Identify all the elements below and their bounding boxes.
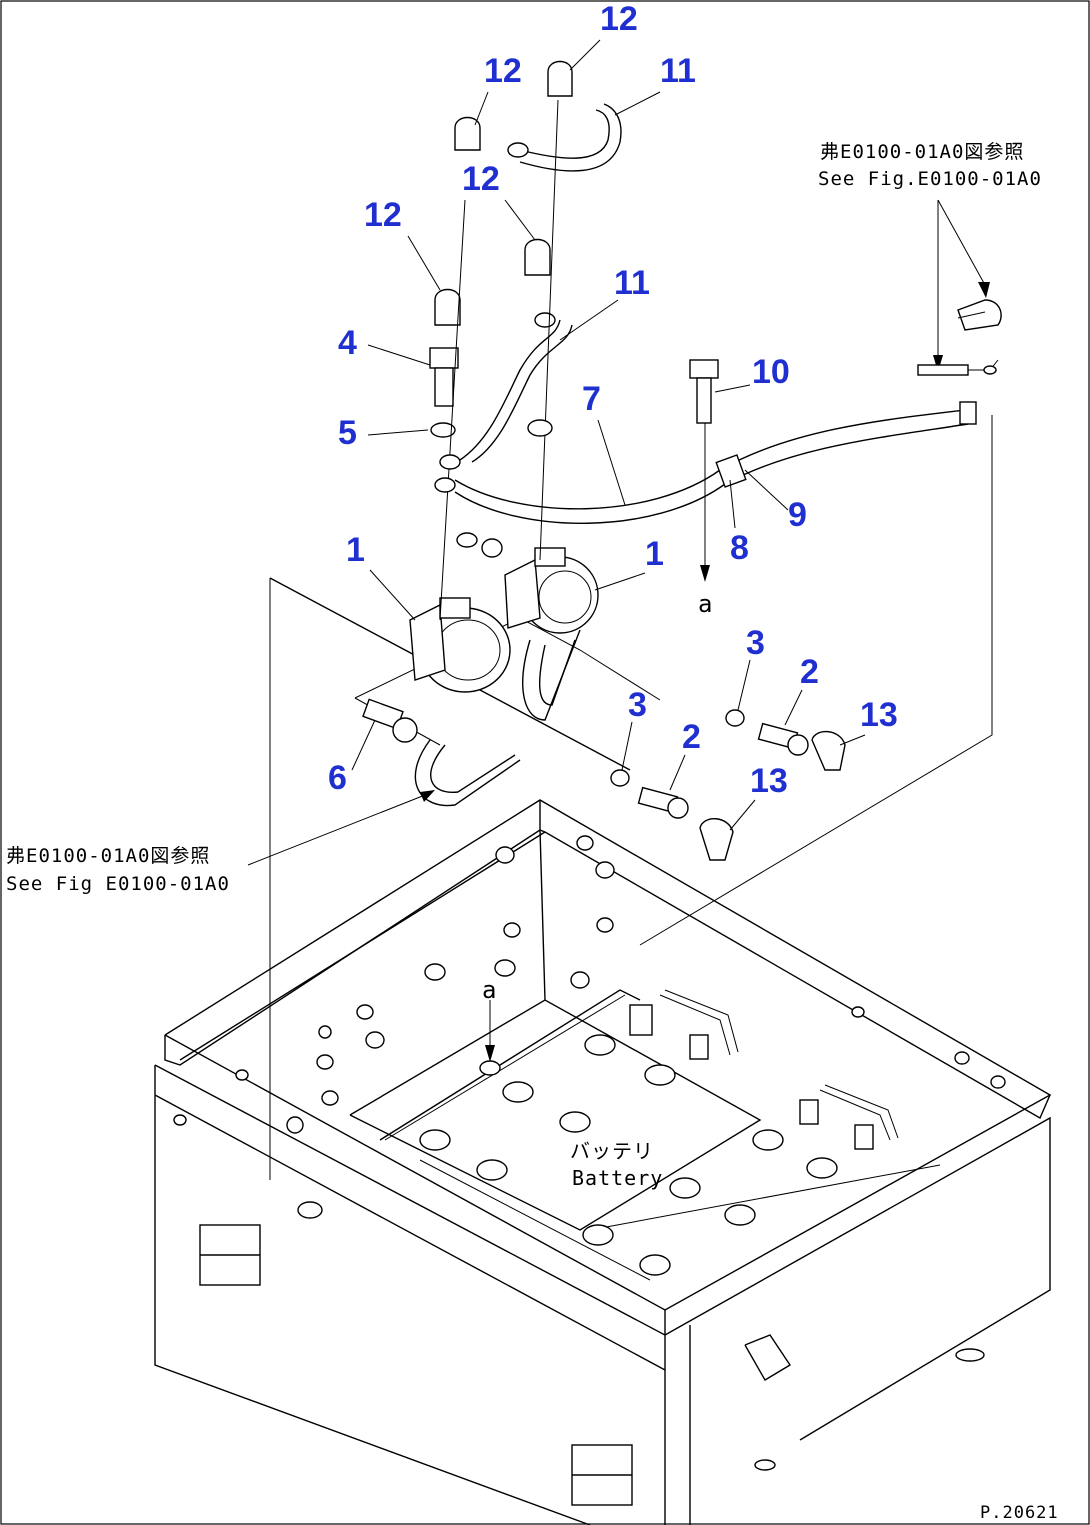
callout-c6: 6 [328,759,347,797]
bolt-10 [689,359,719,424]
guide-right [539,99,559,561]
terminal-caps-13 [699,730,846,861]
callout-c7: 7 [582,380,601,418]
washer-3-left [610,769,630,787]
battery-label-jp: バッテリ [570,1139,654,1163]
washer-3-right [725,709,745,727]
ref-a-upper: a [698,590,712,618]
battery-cell-caps [419,1034,838,1276]
callout-c2b: 2 [682,718,701,756]
tray-bolts [235,835,1006,1106]
terminal-caps-12 [434,60,573,326]
washer-5 [430,422,456,438]
callout-c12c: 12 [462,160,500,198]
ref-note-top-en: See Fig.E0100-01A0 [818,168,1042,190]
callout-c1a: 1 [346,531,365,569]
callout-c11b: 11 [614,264,650,302]
battery-box [154,799,1052,1525]
callout-c12d: 12 [364,196,402,234]
guide-cable-end [639,415,993,946]
ref-note-left: 弗E0100-01A0図参照 See Fig E0100-01A0 [6,845,230,895]
leader-left-note [247,794,426,866]
ref-note-top-jp: 弗E0100-01A0図参照 [820,141,1024,163]
battery-label: バッテリ Battery [570,1139,663,1190]
callout-c12b: 12 [484,52,522,90]
arrow-a-upper [700,565,710,582]
callout-c10: 10 [752,353,790,391]
ref-note-left-jp: 弗E0100-01A0図参照 [6,845,210,867]
callout-c3a: 3 [746,624,765,662]
arrow-a-lower [485,1045,495,1062]
bolt-6 [362,698,418,743]
cable-11-lower [459,312,573,463]
disconnect-switch-right [504,547,599,721]
callout-c11a: 11 [660,52,696,90]
callout-c12a: 12 [600,0,638,38]
callout-leaders [351,39,866,831]
ref-note-top: 弗E0100-01A0図参照 See Fig.E0100-01A0 [818,141,1042,190]
ref-note-left-en: See Fig E0100-01A0 [6,873,230,895]
callout-c2a: 2 [800,653,819,691]
reference-part-sketch [917,199,1002,376]
callout-c13b: 13 [750,762,788,800]
guide-left [439,199,466,621]
cable-clamps [434,419,553,558]
callout-c9: 9 [788,496,807,534]
callout-c8: 8 [730,529,749,567]
callout-c4: 4 [338,324,357,362]
bolt-2-right [757,722,809,756]
ref-a-lower: a [482,976,496,1004]
cable-11-upper [507,103,622,172]
callout-c1b: 1 [645,535,664,573]
callout-c3b: 3 [628,686,647,724]
bolt-4 [429,347,459,407]
disconnect-switch-left [409,597,521,807]
battery-terminals [479,989,899,1150]
battery-label-en: Battery [572,1166,663,1190]
cable-7 [454,401,977,524]
figure-number: P.20621 [980,1503,1059,1523]
bracket-side [744,1334,791,1381]
bolt-2-left [637,786,689,819]
callout-c5: 5 [338,414,357,452]
callout-c13a: 13 [860,696,898,734]
